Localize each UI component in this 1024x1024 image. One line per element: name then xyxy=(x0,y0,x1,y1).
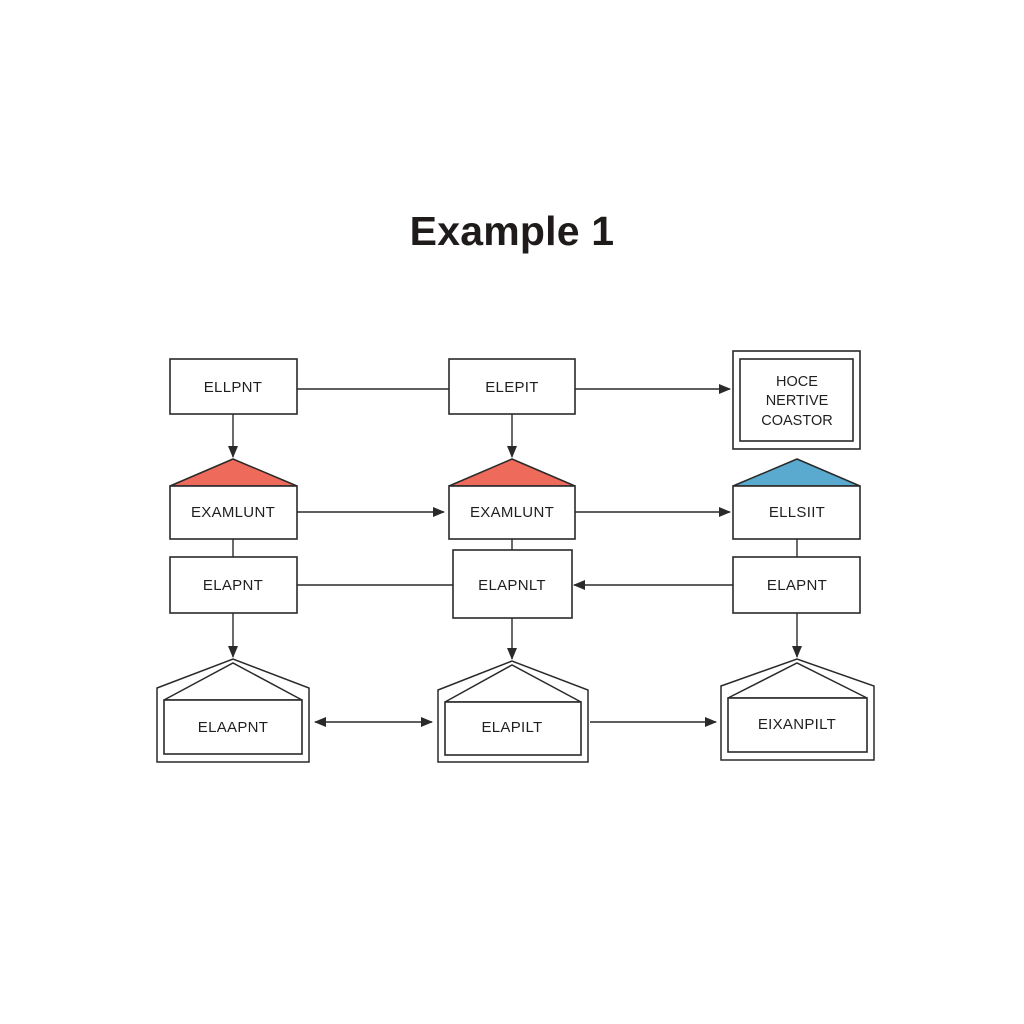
node-r4c1-label: ELAAPNT xyxy=(198,719,268,736)
node-r3c1[interactable]: ELAPNT xyxy=(169,556,298,614)
node-r4c2[interactable]: ELAPILT xyxy=(437,660,589,763)
node-r2c1-label: EXAMLUNT xyxy=(191,504,275,521)
node-r4c3-label: EIXANPILT xyxy=(758,716,836,733)
node-r1c2[interactable]: ELEPIT xyxy=(448,358,576,415)
node-r2c2-label: EXAMLUNT xyxy=(470,504,554,521)
node-r2c3-label: ELLSIIT xyxy=(769,504,825,521)
red-triangle-cap-icon xyxy=(169,458,298,487)
node-r4c1[interactable]: ELAAPNT xyxy=(156,658,310,763)
node-r4c3[interactable]: EIXANPILT xyxy=(720,658,875,761)
node-r1c2-label: ELEPIT xyxy=(485,379,539,396)
node-r3c3[interactable]: ELAPNT xyxy=(732,556,861,614)
node-r3c3-label: ELAPNT xyxy=(767,577,827,594)
node-r1c3-label-1: HOCE xyxy=(776,374,818,390)
page-title: Example 1 xyxy=(409,208,615,254)
blue-triangle-cap-icon xyxy=(732,458,861,487)
node-r2c1[interactable]: EXAMLUNT xyxy=(169,458,298,540)
node-r1c1[interactable]: ELLPNT xyxy=(169,358,298,415)
node-r3c2[interactable]: ELAPNLT xyxy=(452,549,573,619)
red-triangle-cap-icon xyxy=(448,458,576,487)
node-r1c1-label: ELLPNT xyxy=(204,379,263,396)
node-r2c3[interactable]: ELLSIIT xyxy=(732,458,861,540)
node-r2c2[interactable]: EXAMLUNT xyxy=(448,458,576,540)
node-r3c2-label: ELAPNLT xyxy=(478,577,546,594)
node-r3c1-label: ELAPNT xyxy=(203,577,263,594)
node-r4c2-label: ELAPILT xyxy=(481,719,542,736)
node-r1c3-label-2: NERTIVE xyxy=(766,393,829,409)
node-r1c3[interactable]: HOCE NERTIVE COASTOR xyxy=(732,350,861,450)
node-r1c3-label-3: COASTOR xyxy=(761,413,832,429)
